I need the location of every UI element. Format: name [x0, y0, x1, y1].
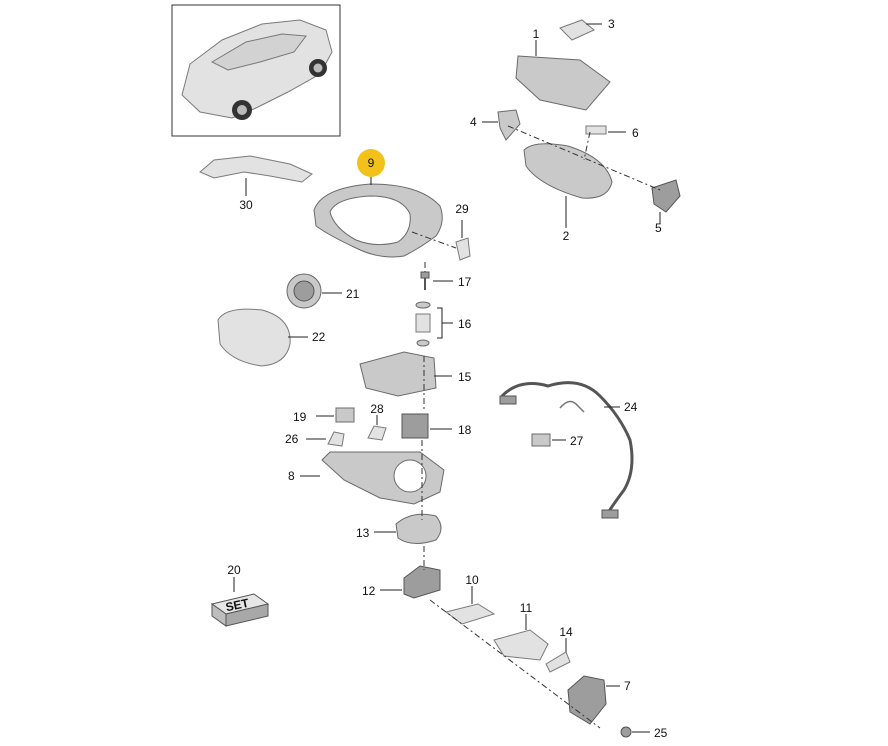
callout-labels: 9 1 2 3 4 5 6 7 8 10 11 12 13 14 15 16 1…	[227, 17, 667, 740]
callout-12: 12	[362, 584, 376, 598]
part-6-sensor	[585, 125, 626, 135]
part-27-connector	[531, 433, 566, 447]
part-10-bracket	[444, 586, 496, 625]
callout-14: 14	[559, 625, 573, 639]
callout-13: 13	[356, 526, 370, 540]
part-16-spring-set	[415, 301, 453, 347]
suv-car-outline-icon	[181, 19, 333, 120]
callout-20: 20	[227, 563, 241, 577]
part-30-trim	[199, 155, 313, 196]
part-9-housing-cover	[313, 174, 443, 258]
callout-30: 30	[239, 198, 253, 212]
callout-28: 28	[370, 402, 384, 416]
part-25-screw	[620, 726, 650, 738]
part-22-mirror-glass	[217, 308, 308, 367]
callout-29: 29	[455, 202, 469, 216]
callout-24: 24	[624, 400, 638, 414]
part-15-mirror-base	[359, 351, 452, 397]
callout-4: 4	[470, 115, 477, 129]
callout-21: 21	[346, 287, 360, 301]
callout-3: 3	[608, 17, 615, 31]
part-11-plate	[493, 614, 549, 661]
part-4-mount	[482, 109, 521, 141]
callout-18: 18	[458, 423, 472, 437]
callout-16: 16	[458, 317, 472, 331]
callout-9: 9	[368, 156, 375, 170]
assembly-lines	[421, 125, 661, 729]
callout-1: 1	[533, 27, 540, 41]
callout-22: 22	[312, 330, 326, 344]
part-20-repair-set: SET	[210, 577, 270, 627]
part-1-cover	[515, 40, 611, 111]
part-8-lower-housing	[300, 451, 445, 505]
set-box-label: SET	[224, 596, 250, 615]
part-28-lamp	[367, 415, 387, 441]
callout-2: 2	[563, 229, 570, 243]
callout-11: 11	[520, 601, 533, 615]
callout-6: 6	[632, 126, 639, 140]
callout-15: 15	[458, 370, 472, 384]
part-26-cap	[306, 431, 345, 447]
highlight-marker	[357, 149, 385, 177]
part-21-motor	[286, 273, 342, 309]
part-18-actuator	[401, 413, 452, 439]
part-24-wiring-harness	[499, 381, 634, 519]
part-14-shim	[545, 638, 571, 673]
part-2-interior-mirror	[523, 143, 613, 228]
callout-8: 8	[288, 469, 295, 483]
part-17-screw	[420, 271, 453, 290]
callout-5: 5	[655, 221, 662, 235]
part-29-clip	[411, 220, 471, 261]
callout-19: 19	[293, 410, 307, 424]
callout-10: 10	[465, 573, 479, 587]
part-19-switch	[316, 407, 355, 423]
callout-25: 25	[654, 726, 668, 740]
part-7-bracket	[567, 675, 620, 725]
callout-26: 26	[285, 432, 299, 446]
part-3-clip	[559, 19, 602, 41]
callout-17: 17	[458, 275, 472, 289]
vehicle-thumbnail	[171, 4, 341, 137]
callout-7: 7	[624, 679, 631, 693]
part-13-seal	[374, 513, 442, 544]
part-12-mount	[380, 565, 441, 599]
callout-27: 27	[570, 434, 584, 448]
part-5-trim-cover	[651, 179, 681, 224]
